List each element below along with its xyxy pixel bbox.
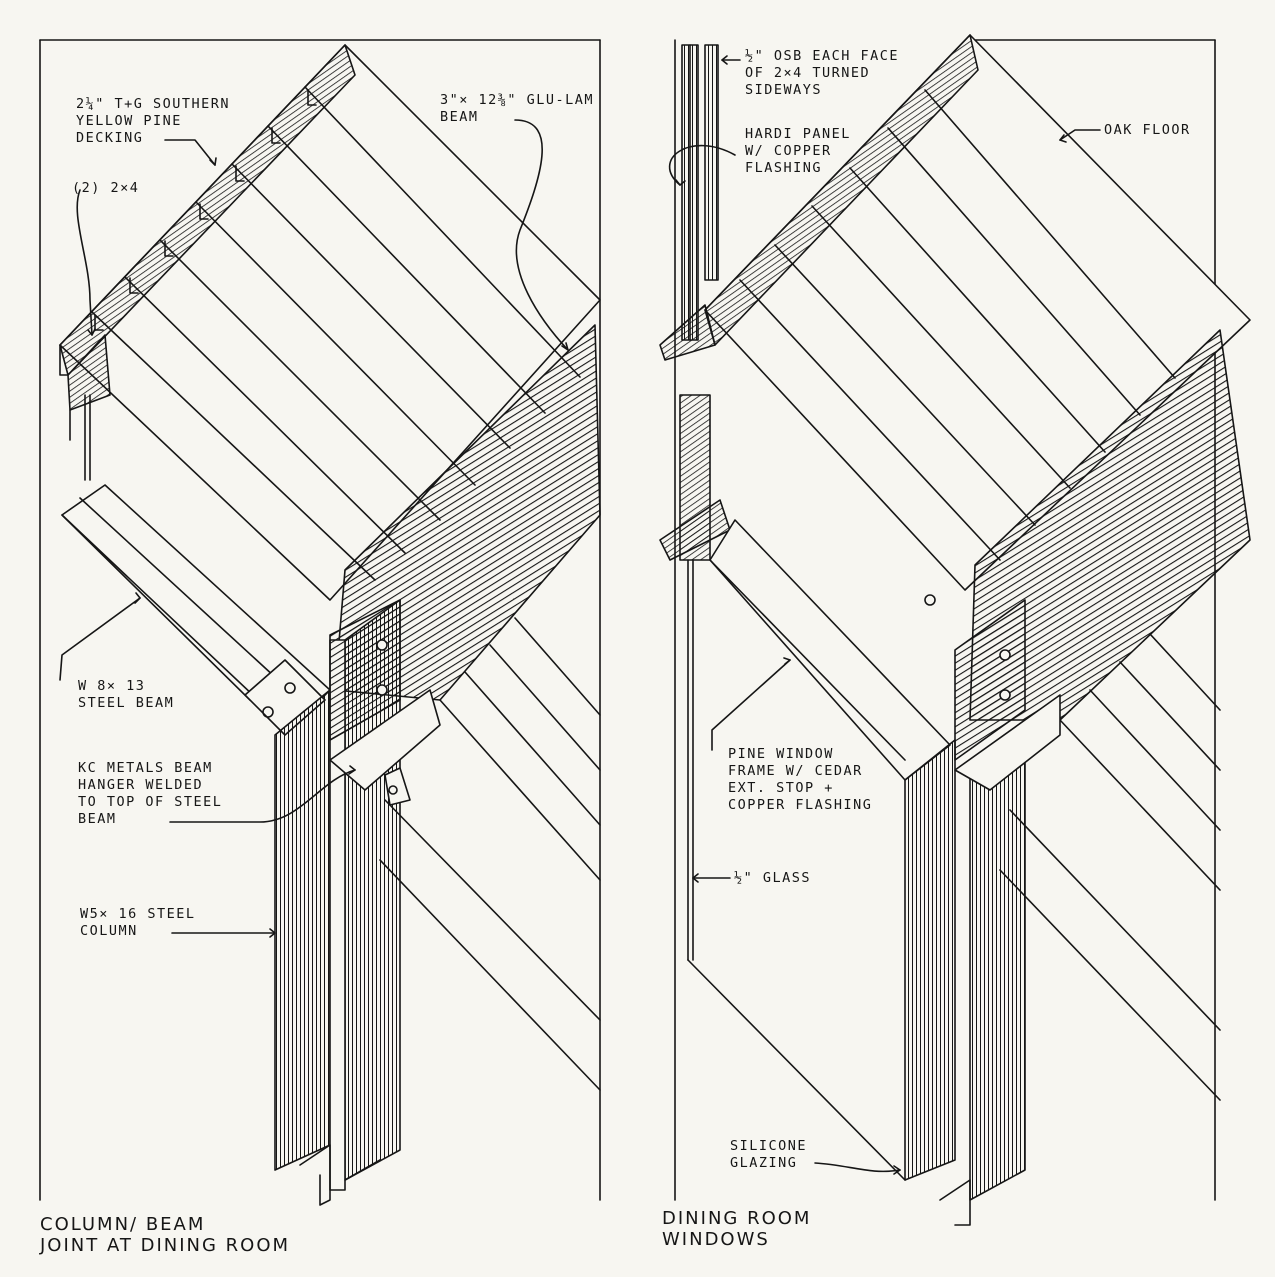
bolt	[284, 682, 296, 694]
label-osb-line1: ½" OSB EACH FACE	[745, 48, 900, 64]
label-silicone-glazing: SILICONE GLAZING	[730, 1138, 807, 1172]
label-hardi-line2: W/ COPPER	[745, 143, 832, 159]
right-detail	[659, 34, 1251, 1226]
leader-steel-beam	[59, 597, 141, 681]
leader-2x4	[76, 189, 93, 336]
leader-oak	[1059, 129, 1101, 141]
label-frame-line3: EXT. STOP +	[728, 780, 834, 796]
two-by-four-members	[67, 334, 111, 411]
right-title-line1: DINING ROOM	[662, 1208, 812, 1229]
label-steel-column: W5× 16 STEEL COLUMN	[80, 906, 196, 940]
label-glulam-line2: BEAM	[440, 109, 479, 125]
label-decking-line3: DECKING	[76, 130, 144, 146]
label-osb-line3: SIDEWAYS	[745, 82, 823, 98]
label-osb: ½" OSB EACH FACE OF 2×4 TURNED SIDEWAYS	[745, 48, 899, 99]
leader-decking	[164, 139, 216, 166]
leader-hanger	[169, 769, 356, 823]
label-steel-beam-line1: W 8× 13	[78, 678, 146, 694]
label-hanger-line4: BEAM	[78, 811, 117, 827]
label-beam-hanger: KC METALS BEAM HANGER WELDED TO TOP OF S…	[78, 760, 222, 828]
leader-hardi	[668, 144, 736, 186]
label-oak-floor: OAK FLOOR	[1104, 122, 1191, 138]
label-frame-line4: COPPER FLASHING	[728, 797, 873, 813]
bolt	[262, 706, 274, 718]
label-frame-line2: FRAME W/ CEDAR	[728, 763, 863, 779]
left-detail	[39, 39, 601, 1206]
right-column-flange	[904, 739, 956, 1181]
left-title-line2: JOINT AT DINING ROOM	[40, 1235, 291, 1256]
label-decking: 2¼" T+G SOUTHERN YELLOW PINE DECKING	[76, 96, 230, 147]
label-pine-window-frame: PINE WINDOW FRAME W/ CEDAR EXT. STOP + C…	[728, 746, 872, 814]
leader-silicone	[814, 1162, 901, 1173]
label-glulam-line1: 3"× 12⅜" GLU-LAM	[440, 92, 595, 108]
label-hanger-line3: TO TOP OF STEEL	[78, 794, 223, 810]
label-decking-line2: YELLOW PINE	[76, 113, 182, 129]
label-steel-beam-line2: STEEL BEAM	[78, 695, 175, 711]
label-column-line1: W5× 16 STEEL	[80, 906, 196, 922]
label-hardi-line1: HARDI PANEL	[745, 126, 851, 142]
label-osb-line2: OF 2×4 TURNED	[745, 65, 871, 81]
label-glass: ½" GLASS	[734, 870, 812, 886]
steel-column-flange	[274, 689, 331, 1171]
label-frame-line1: PINE WINDOW	[728, 746, 834, 762]
label-glulam: 3"× 12⅜" GLU-LAM BEAM	[440, 92, 594, 126]
leader-glulam	[514, 119, 569, 351]
label-hardi-line3: FLASHING	[745, 160, 823, 176]
label-steel-beam: W 8× 13 STEEL BEAM	[78, 678, 174, 712]
label-decking-line1: 2¼" T+G SOUTHERN	[76, 96, 231, 112]
left-panel-title: COLUMN/ BEAM JOINT AT DINING ROOM	[40, 1214, 290, 1256]
label-silicone-line2: GLAZING	[730, 1155, 798, 1171]
label-silicone-line1: SILICONE	[730, 1138, 808, 1154]
label-hardi-panel: HARDI PANEL W/ COPPER FLASHING	[745, 126, 851, 177]
leader-frame	[711, 659, 791, 751]
right-column-web	[969, 719, 1026, 1201]
pine-window-frame	[709, 519, 951, 781]
label-column-line2: COLUMN	[80, 923, 138, 939]
right-panel-title: DINING ROOM WINDOWS	[662, 1208, 811, 1250]
label-two-by-four: (2) 2×4	[72, 180, 140, 196]
left-title-line1: COLUMN/ BEAM	[40, 1214, 206, 1235]
right-title-line2: WINDOWS	[662, 1229, 770, 1250]
label-hanger-line1: KC METALS BEAM	[78, 760, 213, 776]
label-hanger-line2: HANGER WELDED	[78, 777, 204, 793]
